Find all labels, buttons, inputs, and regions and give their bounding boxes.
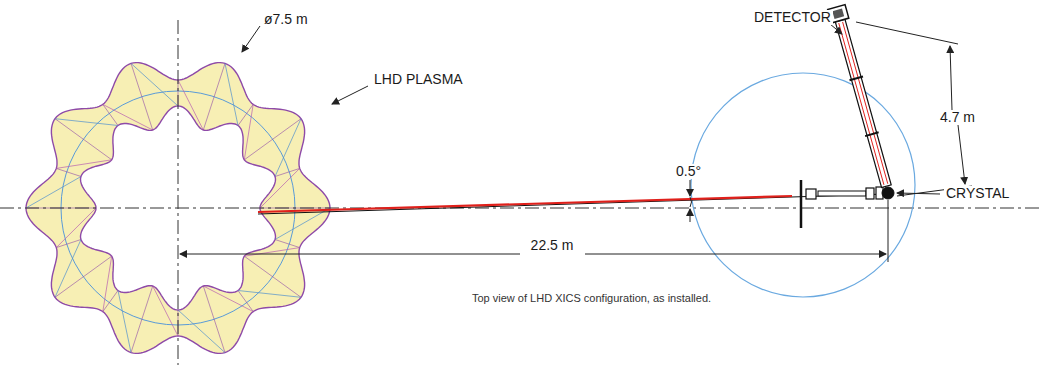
figure-caption: Top view of LHD XICS configuration, as i… [470, 292, 713, 304]
dimension-22-5 [180, 200, 888, 262]
sightline [258, 194, 886, 214]
beamline [801, 180, 894, 228]
red-sightline [258, 196, 792, 212]
detector-label: DETECTOR [752, 10, 833, 25]
diameter-dimension: ø7.5 m [262, 12, 310, 27]
center-axis [0, 208, 1040, 209]
detector-arm [828, 5, 895, 189]
distance-dimension: 22.5 m [529, 238, 576, 253]
angle-label: 0.5° [674, 164, 703, 179]
angle-mark [690, 180, 692, 222]
plasma-label: LHD PLASMA [372, 72, 465, 87]
length-dimension: 4.7 m [938, 110, 977, 125]
vertical-axis [178, 20, 179, 365]
dimension-4-7 [856, 22, 972, 196]
leader-lines [242, 24, 940, 194]
crystal-label: CRYSTAL [944, 186, 1011, 201]
